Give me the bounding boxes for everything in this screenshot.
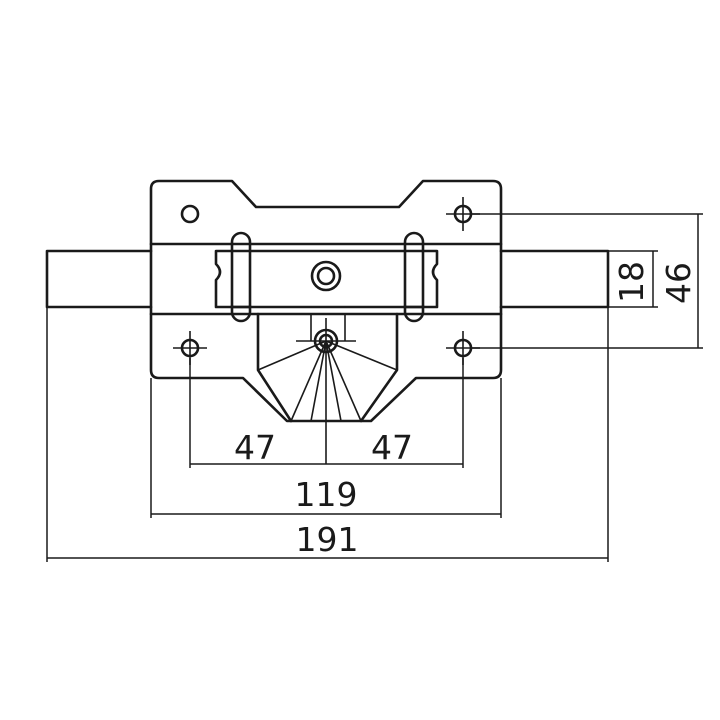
lock-plate xyxy=(149,179,503,423)
dim-label-46: 46 xyxy=(659,262,698,304)
bolt-slider-plate xyxy=(214,231,439,323)
spindle-icon xyxy=(310,260,342,292)
hole-icon xyxy=(180,204,200,224)
dim-label-119: 119 xyxy=(295,475,358,514)
sliding-bolt xyxy=(45,242,610,316)
dim-label-18: 18 xyxy=(612,261,651,303)
dim-label-191: 191 xyxy=(296,520,359,559)
dim-label-left-47: 47 xyxy=(234,428,276,467)
dim-label-right-47: 47 xyxy=(371,428,413,467)
dimension-lines xyxy=(46,213,703,562)
cylinder-housing xyxy=(256,312,399,464)
